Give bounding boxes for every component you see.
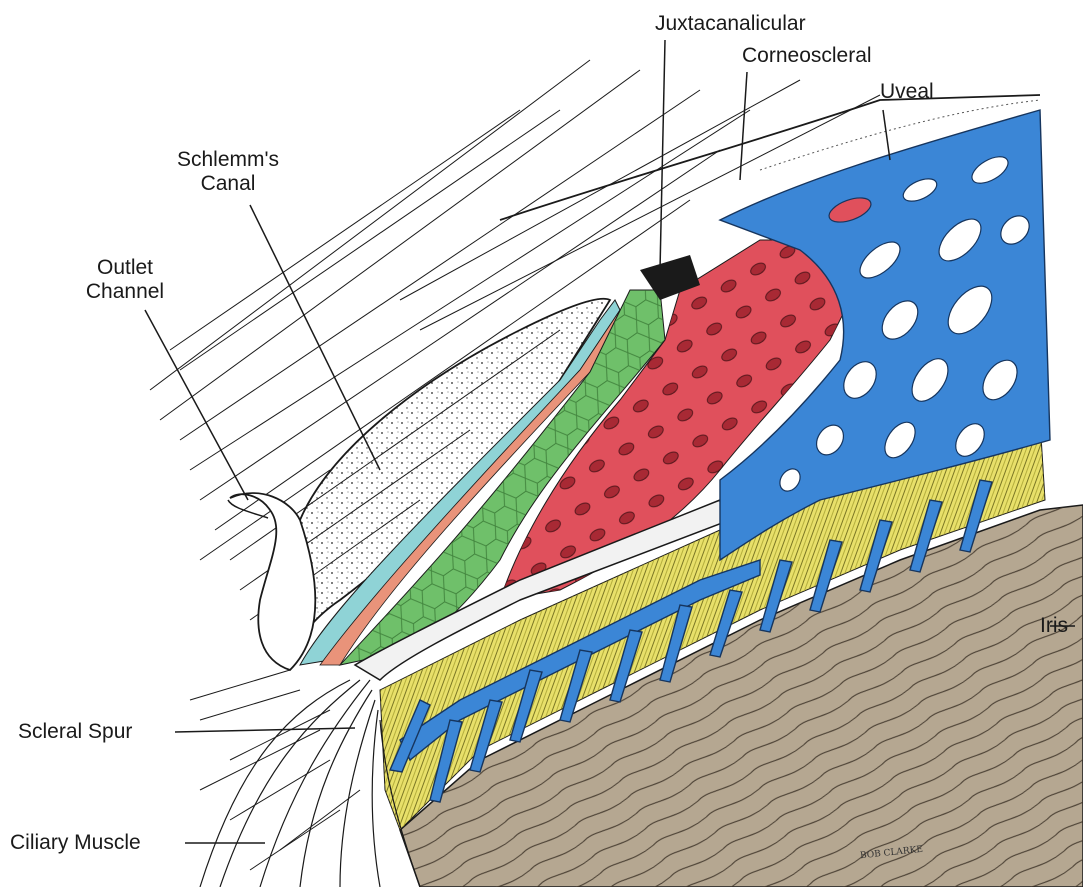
leader-uveal bbox=[883, 110, 890, 160]
leader-schlemms-canal bbox=[250, 205, 380, 470]
label-schlemms-canal: Schlemm's Canal bbox=[163, 148, 293, 196]
label-uveal: Uveal bbox=[880, 80, 934, 104]
label-scleral-spur: Scleral Spur bbox=[18, 720, 132, 744]
label-schlemms-canal-line2: Canal bbox=[163, 172, 293, 196]
label-schlemms-canal-line1: Schlemm's bbox=[163, 148, 293, 172]
label-outlet-channel-line2: Channel bbox=[70, 280, 180, 304]
label-iris: Iris bbox=[1040, 614, 1068, 638]
label-juxtacanalicular: Juxtacanalicular bbox=[655, 12, 806, 36]
leader-scleral-spur bbox=[175, 728, 355, 732]
label-outlet-channel: Outlet Channel bbox=[70, 256, 180, 304]
label-corneoscleral: Corneoscleral bbox=[742, 44, 872, 68]
label-ciliary-muscle: Ciliary Muscle bbox=[10, 831, 141, 855]
label-outlet-channel-line1: Outlet bbox=[70, 256, 180, 280]
